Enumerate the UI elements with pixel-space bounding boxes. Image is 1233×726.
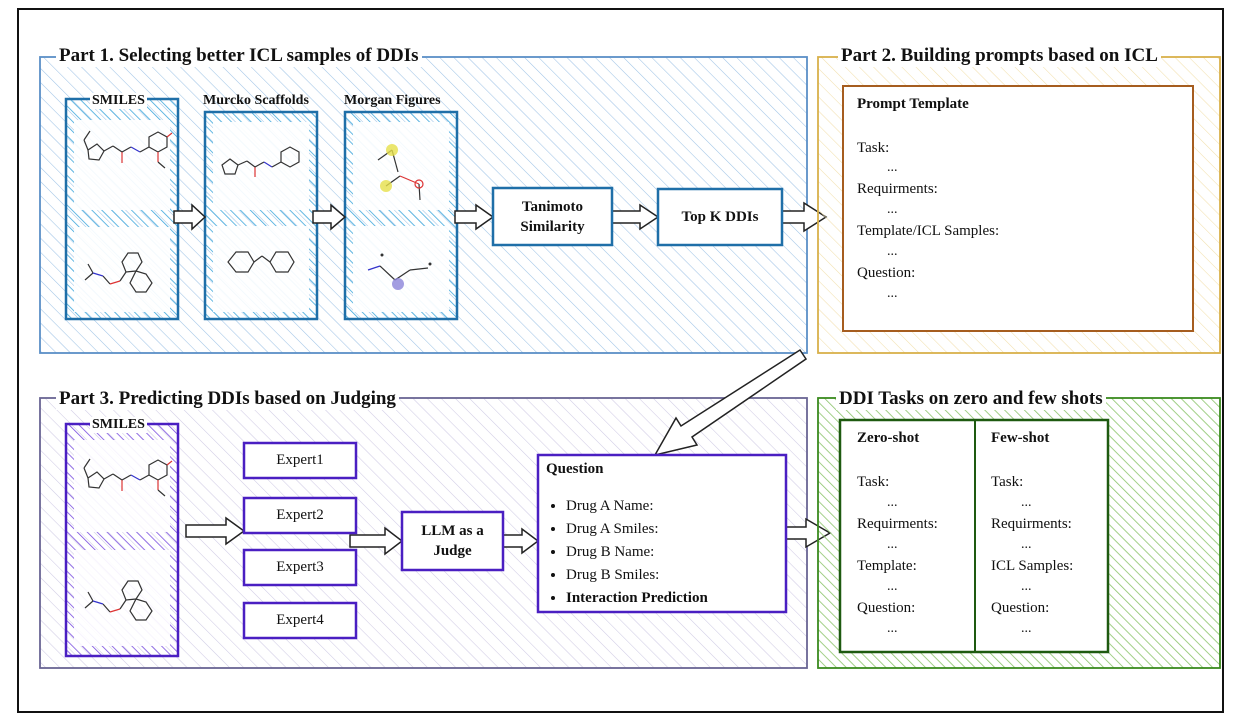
tanimoto-line2: Similarity xyxy=(520,218,585,235)
scaffold-drawing-2 xyxy=(227,251,295,273)
zero-shot-dots-2: ... xyxy=(887,537,898,552)
molecule-drawing-1 xyxy=(83,130,173,169)
zero-shot-heading: Zero-shot xyxy=(857,430,920,446)
judge-label: LLM as a Judge xyxy=(402,512,503,570)
fingerprint-drawing-2 xyxy=(367,253,432,290)
part3-smiles-cell-bottom xyxy=(74,550,170,646)
scaffold-drawing-1 xyxy=(221,146,300,177)
question-list: Drug A Name: Drug A Smiles: Drug B Name:… xyxy=(546,495,708,610)
zero-shot-task: Task: xyxy=(857,474,890,490)
expert3-label: Expert3 xyxy=(276,559,324,575)
molecule-drawing-2 xyxy=(84,252,153,293)
arrow-part2-to-question xyxy=(653,348,808,457)
prompt-line-template: Template/ICL Samples: xyxy=(857,223,1000,239)
expert1-box xyxy=(242,441,358,480)
expert1-label: Expert1 xyxy=(276,452,324,468)
arrow-experts-to-judge xyxy=(349,526,404,556)
arrow-murcko-to-morgan xyxy=(312,203,347,231)
few-shot-dots-4: ... xyxy=(1021,621,1032,636)
question-item-drug-b-smiles: Drug B Smiles: xyxy=(566,564,708,587)
judge-box xyxy=(400,510,505,572)
question-item-drug-a-smiles: Drug A Smiles: xyxy=(566,518,708,541)
question-item-drug-a-name: Drug A Name: xyxy=(566,495,708,518)
few-shot-icl-samples: ICL Samples: xyxy=(991,558,1074,574)
prompt-line-dots-2: ... xyxy=(887,202,898,217)
zero-shot-dots-4: ... xyxy=(887,621,898,636)
arrow-topk-to-part2 xyxy=(781,201,828,233)
prompt-line-requirements: Requirments: xyxy=(857,181,938,197)
arrow-smiles-to-experts xyxy=(185,516,246,546)
judge-line1: LLM as a xyxy=(421,523,484,539)
topk-label: Top K DDIs xyxy=(681,208,759,225)
zero-shot-question: Question: xyxy=(857,600,916,616)
murcko-cell-bottom xyxy=(213,226,309,312)
tanimoto-box xyxy=(491,186,614,247)
smiles-cell-bottom xyxy=(74,227,170,312)
arrow-smiles-to-murcko xyxy=(173,203,207,231)
few-shot-question: Question: xyxy=(991,600,1050,616)
morgan-column-label: Morgan Figures xyxy=(344,93,441,108)
question-box xyxy=(536,453,788,614)
expert4-box xyxy=(242,601,358,640)
few-shot-dots-1: ... xyxy=(1021,495,1032,510)
expert4-label: Expert4 xyxy=(276,612,324,628)
prompt-template-box xyxy=(842,85,1194,332)
tanimoto-line1: Tanimoto xyxy=(521,198,584,215)
question-item-drug-b-name: Drug B Name: xyxy=(566,541,708,564)
few-shot-task: Task: xyxy=(991,474,1024,490)
arrow-judge-to-question xyxy=(502,527,540,555)
smiles-cell-top xyxy=(74,120,170,210)
outer-frame xyxy=(17,8,1224,713)
prompt-line-dots-1: ... xyxy=(887,160,898,175)
few-shot-dots-3: ... xyxy=(1021,579,1032,594)
zero-shot-requirements: Requirments: xyxy=(857,516,938,532)
morgan-cell-bottom xyxy=(353,226,449,312)
topk-box xyxy=(656,187,784,247)
few-shot-requirements: Requirments: xyxy=(991,516,1072,532)
few-shot-heading: Few-shot xyxy=(991,430,1050,446)
expert-boxes xyxy=(242,441,358,640)
murcko-column-label: Murcko Scaffolds xyxy=(203,93,309,108)
part1-title: Part 1. Selecting better ICL samples of … xyxy=(56,45,422,67)
expert3-box xyxy=(242,548,358,587)
judge-line2: Judge xyxy=(433,543,472,559)
tanimoto-label: Tanimoto Similarity xyxy=(493,188,612,245)
part2-title: Part 2. Building prompts based on ICL xyxy=(838,45,1161,67)
question-item-interaction-prediction: Interaction Prediction xyxy=(566,587,708,610)
few-shot-dots-2: ... xyxy=(1021,537,1032,552)
question-heading: Question xyxy=(546,461,604,477)
prompt-template-heading: Prompt Template xyxy=(857,96,969,112)
part3-smiles-label: SMILES xyxy=(90,417,147,433)
prompt-line-task: Task: xyxy=(857,140,890,156)
murcko-cell-top xyxy=(213,122,309,210)
arrow-morgan-to-tanimoto xyxy=(454,203,495,231)
part4-title: DDI Tasks on zero and few shots xyxy=(836,388,1106,410)
expert2-label: Expert2 xyxy=(276,507,324,523)
molecule-drawing-3 xyxy=(83,458,173,497)
morgan-cell-top xyxy=(353,122,449,210)
flow-arrows-part1 xyxy=(173,201,828,233)
smiles-column-label: SMILES xyxy=(90,93,147,109)
arrow-tanimoto-to-topk xyxy=(611,203,660,231)
zero-shot-dots-3: ... xyxy=(887,579,898,594)
part3-title: Part 3. Predicting DDIs based on Judging xyxy=(56,388,399,410)
prompt-line-dots-4: ... xyxy=(887,286,898,301)
zero-shot-dots-1: ... xyxy=(887,495,898,510)
prompt-line-dots-3: ... xyxy=(887,244,898,259)
prompt-line-question: Question: xyxy=(857,265,916,281)
zero-shot-template: Template: xyxy=(857,558,917,574)
expert2-box xyxy=(242,496,358,535)
fingerprint-drawing-1 xyxy=(377,144,424,201)
molecule-drawing-4 xyxy=(84,580,153,621)
